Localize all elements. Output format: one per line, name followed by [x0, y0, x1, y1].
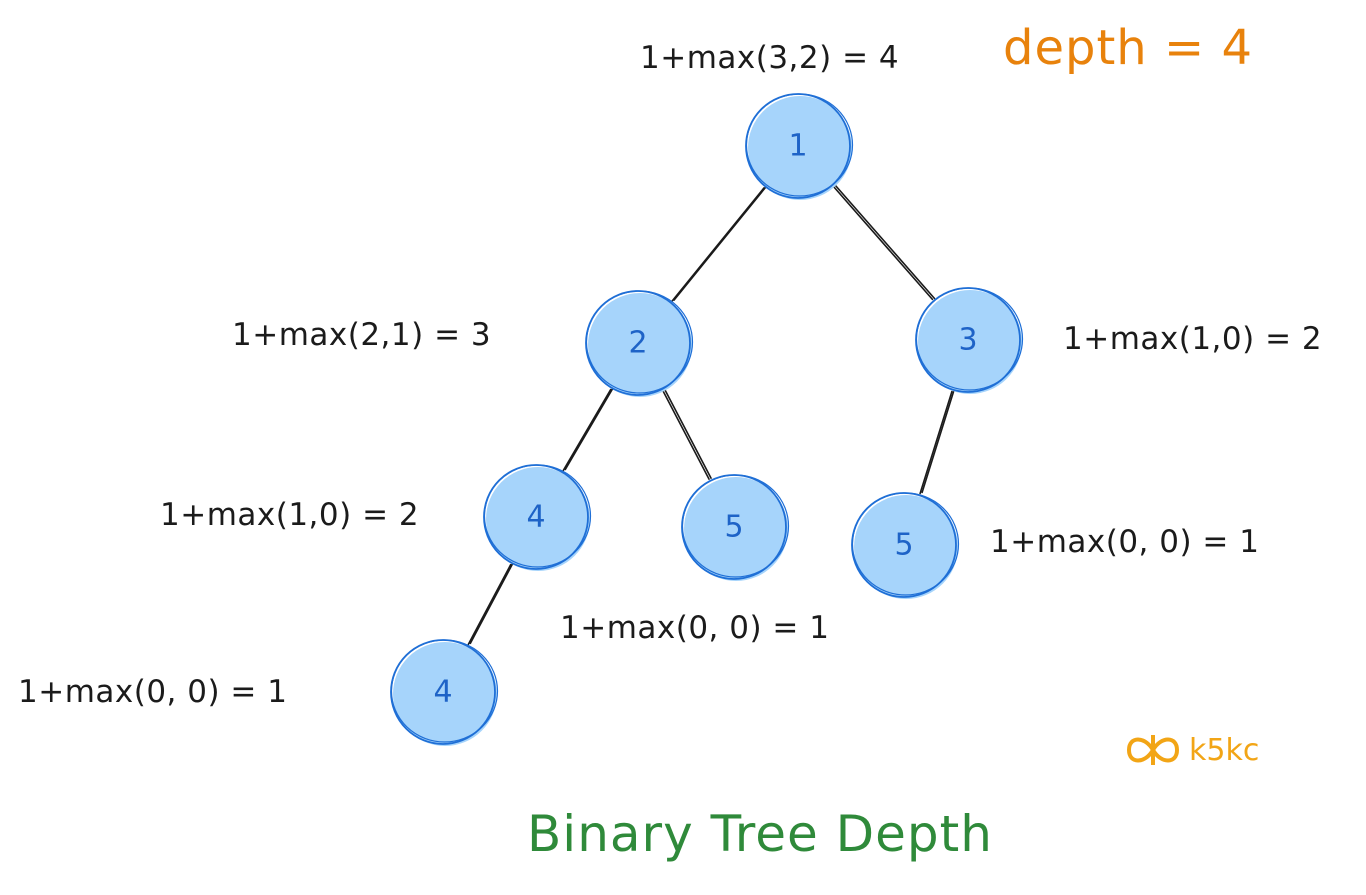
node-circle: [854, 495, 958, 599]
tree-node-n3: 3: [915, 287, 1024, 394]
depth-title: depth = 4: [1003, 20, 1253, 76]
node-label: 5: [894, 528, 913, 563]
infinity-butterfly-icon: [1126, 735, 1180, 765]
edge-n2-n5a: [662, 389, 712, 480]
edge-n1-n2: [671, 186, 767, 302]
node-circle: [748, 96, 852, 200]
edge-n3-n5b: [919, 389, 955, 495]
node-label: 5: [724, 510, 743, 545]
annotation-node-5b: 1+max(0, 0) = 1: [990, 524, 1260, 560]
brand-logo: k5kc: [1125, 732, 1259, 768]
node-label: 4: [433, 675, 452, 710]
tree-node-n4a: 4: [483, 464, 592, 571]
tree-node-n4b: 4: [390, 639, 499, 746]
node-circle: [588, 293, 692, 397]
node-circle: [393, 642, 497, 746]
annotation-node-5a: 1+max(0, 0) = 1: [560, 610, 830, 646]
node-label: 4: [526, 500, 545, 535]
tree-node-n1: 1: [745, 93, 854, 200]
tree-node-n5b: 5: [851, 492, 960, 599]
node-label: 1: [788, 129, 807, 164]
node-circle: [684, 477, 788, 581]
node-circle: [918, 290, 1022, 394]
edge-n1-n3: [832, 184, 936, 301]
edge-n2-n4a: [562, 387, 614, 472]
nodes-layer: 1 2 3 4 5 5 4: [390, 93, 1024, 746]
annotation-node-4b: 1+max(0, 0) = 1: [18, 674, 288, 710]
annotation-node-1: 1+max(3,2) = 4: [640, 40, 900, 76]
brand-name: k5kc: [1189, 732, 1260, 768]
node-circle: [486, 467, 590, 571]
annotation-node-3: 1+max(1,0) = 2: [1063, 321, 1323, 357]
node-label: 3: [958, 323, 977, 358]
tree-node-n2: 2: [585, 290, 694, 397]
diagram-caption: Binary Tree Depth: [527, 805, 993, 863]
annotation-node-2: 1+max(2,1) = 3: [232, 317, 492, 353]
tree-node-n5a: 5: [681, 474, 790, 581]
annotation-node-4a: 1+max(1,0) = 2: [160, 497, 420, 533]
edges-layer: [467, 184, 955, 646]
node-label: 2: [628, 326, 647, 361]
edge-n4a-n4b: [467, 562, 514, 646]
